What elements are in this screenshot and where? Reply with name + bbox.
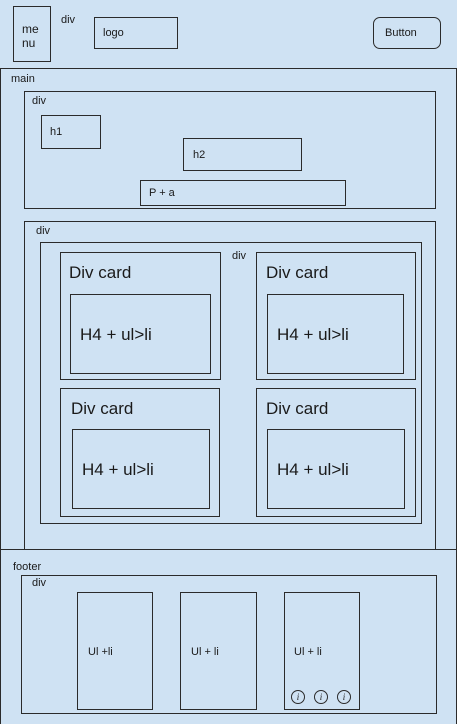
menu-box[interactable]: me nu xyxy=(13,6,51,62)
logo-box[interactable]: logo xyxy=(94,17,178,49)
paragraph-link-box: P + a xyxy=(140,180,346,206)
card: Div card H4 + ul>li xyxy=(256,252,416,380)
cards-inner-div: div Div card H4 + ul>li Div card H4 + ul… xyxy=(40,242,422,524)
hero-div: div h1 h2 P + a xyxy=(24,91,436,209)
footer-div: div Ul +li Ul + li Ul + li i i i xyxy=(21,575,437,714)
cards-outer-div-label: div xyxy=(36,225,51,237)
cards-outer-div: div div Div card H4 + ul>li Div card H4 … xyxy=(24,221,436,609)
h2-label: h2 xyxy=(193,149,206,161)
footer-column-label: Ul + li xyxy=(294,646,322,658)
card: Div card H4 + ul>li xyxy=(60,388,220,517)
hero-div-label: div xyxy=(32,95,47,107)
card-content-box: H4 + ul>li xyxy=(267,429,405,509)
card: Div card H4 + ul>li xyxy=(60,252,221,380)
card-content-label: H4 + ul>li xyxy=(277,325,349,344)
card-title: Div card xyxy=(69,263,132,282)
header-div-label: div xyxy=(61,14,76,26)
footer-column: Ul + li xyxy=(180,592,257,710)
card-content-label: H4 + ul>li xyxy=(80,325,152,344)
cards-inner-div-label: div xyxy=(232,250,247,262)
header-button[interactable]: Button xyxy=(373,17,441,49)
card-content-label: H4 + ul>li xyxy=(82,460,154,479)
main-label: main xyxy=(11,73,35,85)
h2-box: h2 xyxy=(183,138,302,171)
footer-column: Ul + li i i i xyxy=(284,592,360,710)
footer-section: footer div Ul +li Ul + li Ul + li i i i xyxy=(0,549,457,724)
h1-label: h1 xyxy=(50,126,63,138)
info-icon[interactable]: i xyxy=(291,690,305,704)
card: Div card H4 + ul>li xyxy=(256,388,416,517)
card-title: Div card xyxy=(266,263,329,282)
card-content-box: H4 + ul>li xyxy=(72,429,210,509)
footer-label: footer xyxy=(13,561,42,573)
card-title: Div card xyxy=(71,399,134,418)
footer-column: Ul +li xyxy=(77,592,153,710)
main-section: main div h1 h2 P + a div div Div card H4… xyxy=(0,68,457,609)
card-content-box: H4 + ul>li xyxy=(70,294,211,374)
header-button-label: Button xyxy=(385,27,417,39)
logo-label: logo xyxy=(103,27,124,39)
paragraph-link-label: P + a xyxy=(149,187,175,199)
footer-column-label: Ul + li xyxy=(191,646,219,658)
card-content-box: H4 + ul>li xyxy=(267,294,404,374)
card-content-label: H4 + ul>li xyxy=(277,460,349,479)
card-title: Div card xyxy=(266,399,329,418)
info-icon[interactable]: i xyxy=(337,690,351,704)
footer-column-label: Ul +li xyxy=(88,646,113,658)
h1-box: h1 xyxy=(41,115,101,149)
menu-label: me nu xyxy=(22,22,39,50)
info-icon[interactable]: i xyxy=(314,690,328,704)
footer-div-label: div xyxy=(32,577,47,589)
